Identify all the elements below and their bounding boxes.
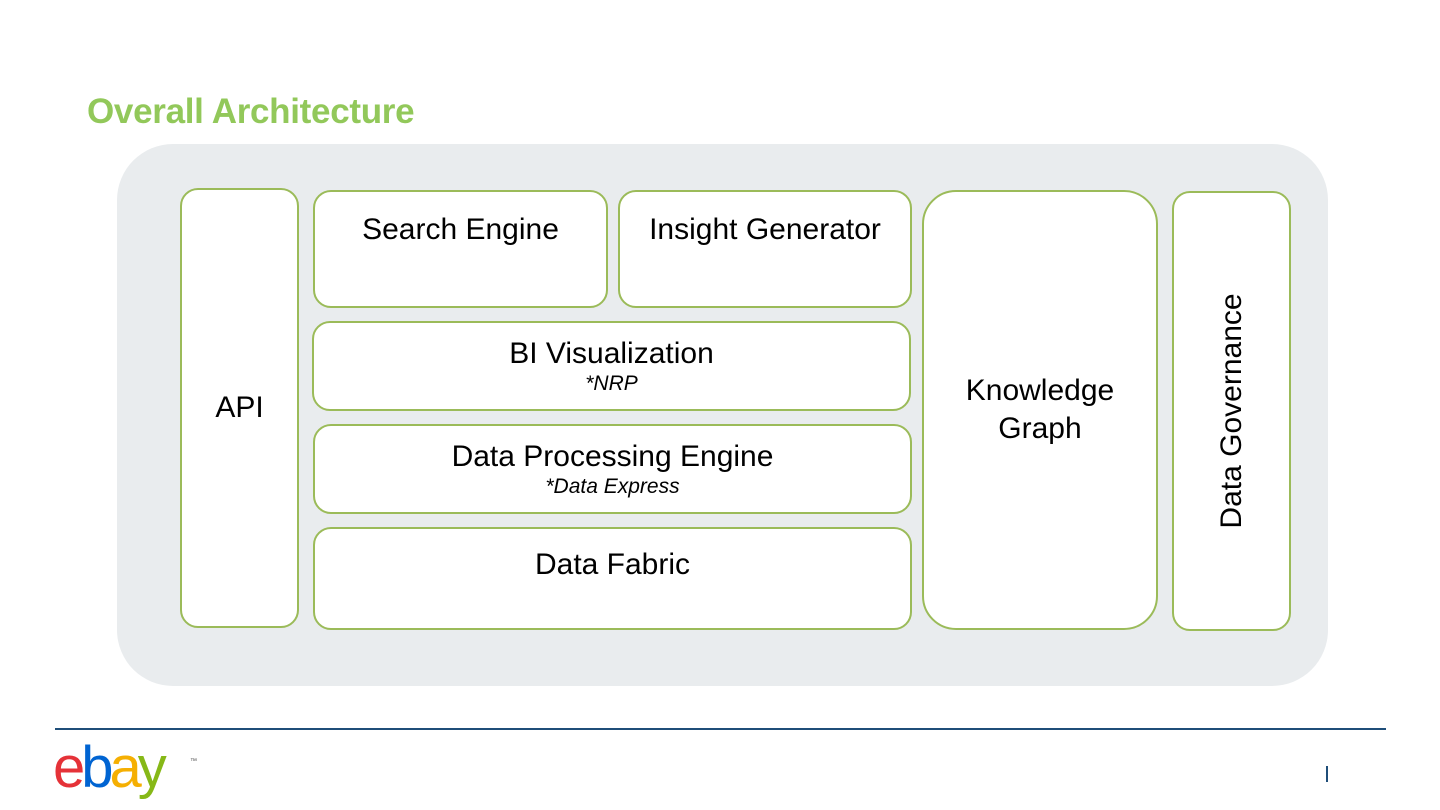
bi-visualization-label: BI Visualization [509, 337, 714, 370]
bi-visualization-box: BI Visualization *NRP [312, 321, 911, 411]
knowledge-graph-label: Knowledge Graph [965, 374, 1115, 445]
footer-divider [55, 728, 1386, 730]
logo-letter-e: e [53, 735, 85, 800]
data-fabric-label: Data Fabric [534, 548, 691, 581]
ebay-logo: ebay [53, 735, 167, 800]
data-processing-engine-label: Data Processing Engine [451, 440, 774, 473]
page-number-marker [1326, 766, 1328, 782]
data-governance-box: Data Governance [1172, 191, 1291, 631]
search-engine-box: Search Engine [313, 190, 608, 308]
knowledge-graph-box: Knowledge Graph [922, 190, 1158, 630]
api-box: API [180, 188, 299, 628]
data-fabric-box: Data Fabric [313, 527, 912, 630]
logo-trademark: ™ [190, 758, 197, 765]
logo-letter-y: y [137, 735, 167, 800]
page-title: Overall Architecture [87, 92, 415, 131]
data-processing-engine-note: *Data Express [545, 475, 680, 498]
logo-letter-a: a [109, 735, 142, 800]
api-label: API [215, 391, 264, 424]
insight-generator-label: Insight Generator [649, 213, 881, 246]
bi-visualization-note: *NRP [585, 372, 638, 395]
data-processing-engine-box: Data Processing Engine *Data Express [313, 424, 912, 514]
logo-letter-b: b [81, 735, 113, 800]
insight-generator-box: Insight Generator [618, 190, 912, 308]
data-governance-label: Data Governance [1214, 293, 1248, 529]
search-engine-label: Search Engine [362, 213, 559, 246]
